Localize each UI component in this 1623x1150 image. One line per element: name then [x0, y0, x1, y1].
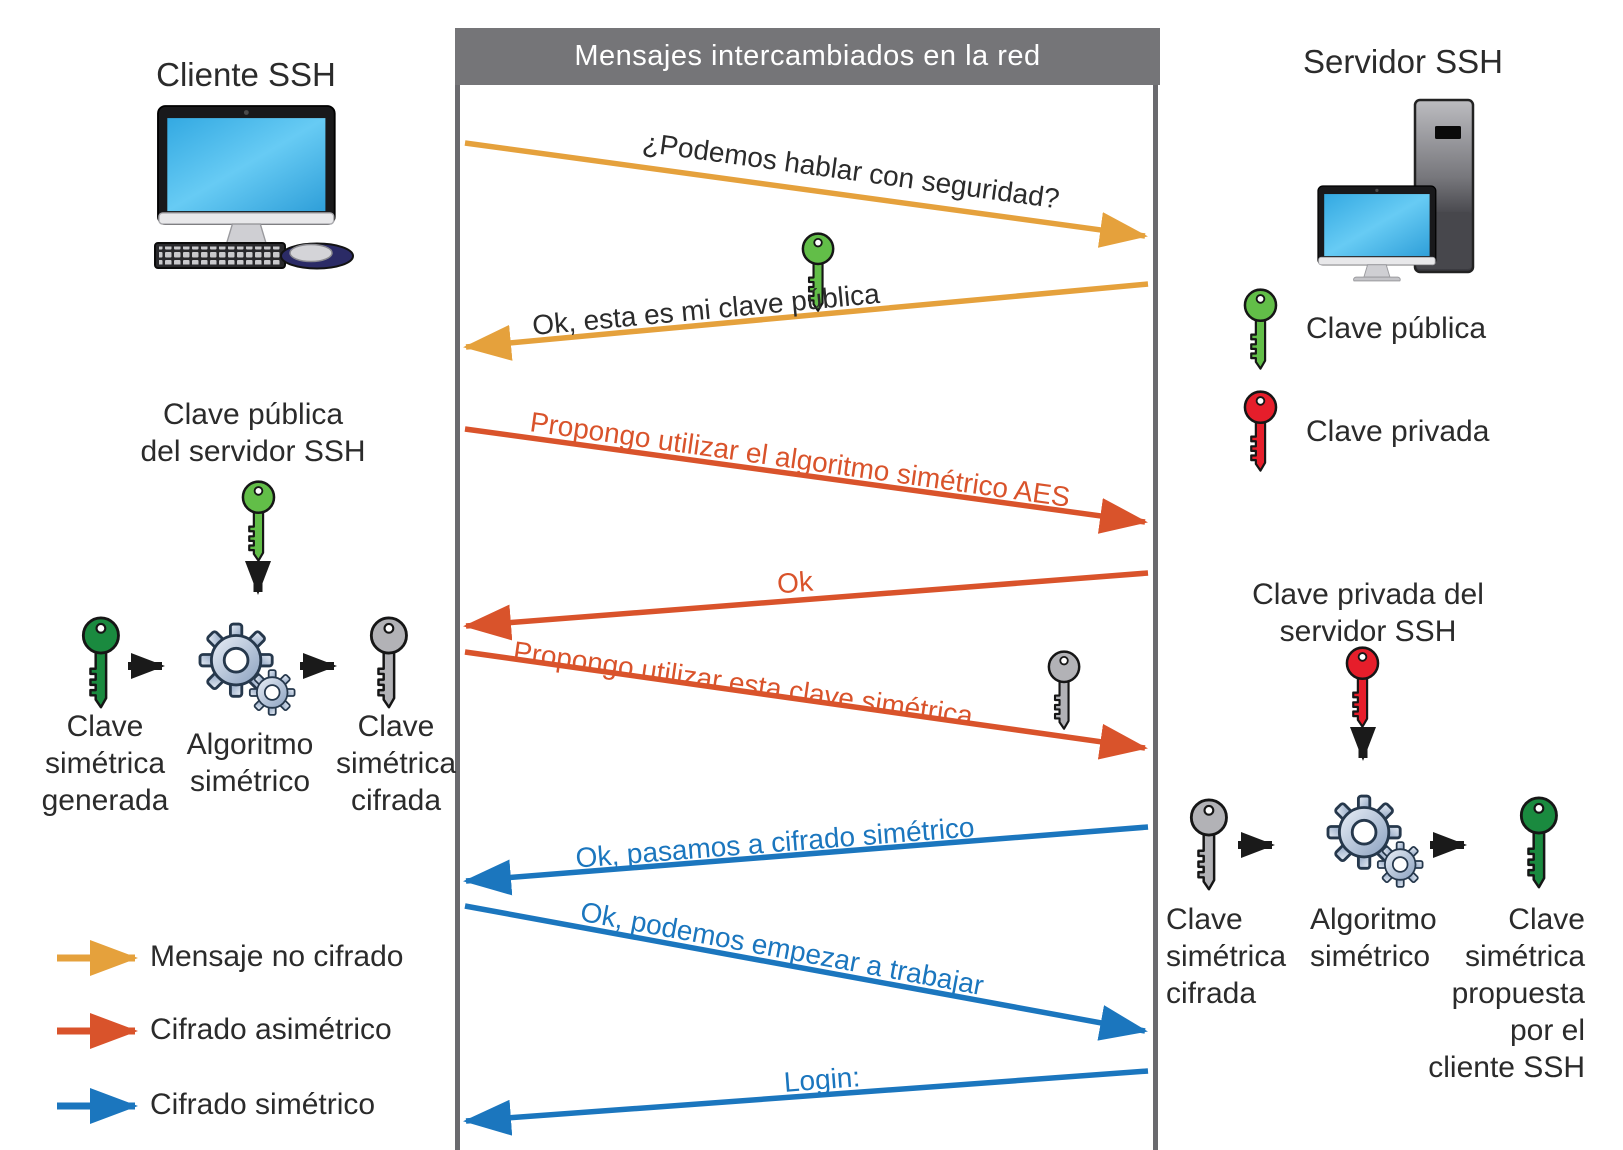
legend-asymmetric-label: Cifrado asimétrico: [150, 1013, 392, 1046]
server-public-key-icon: [241, 480, 276, 562]
symmetric-algorithm-gears-icon: [1326, 794, 1425, 889]
arrow-msg-3: [464, 426, 1148, 534]
generated-symmetric-key-icon: [81, 616, 120, 709]
message-text-8: Login:: [782, 1061, 862, 1098]
private-key-legend-label: Clave privada: [1306, 415, 1490, 448]
arrow-msg-6: [463, 824, 1149, 896]
legend-unencrypted-label: Mensaje no cifrado: [150, 940, 404, 973]
proposed-symmetric-key-icon: [1519, 796, 1558, 889]
arrow-msg-1: [464, 140, 1148, 248]
public-key-icon: [1243, 288, 1278, 370]
public-key-legend-label: Clave pública: [1306, 312, 1487, 345]
encrypted-symmetric-key-icon: [1189, 798, 1228, 891]
message-arrows: [463, 140, 1149, 1136]
client-flow-title: Clave pública del servidor SSH: [140, 398, 366, 468]
encrypted-symmetric-key-icon: [369, 616, 408, 709]
arrow-msg-4: [463, 570, 1149, 641]
server-flow-process-label: Algoritmo simétrico: [1310, 903, 1437, 973]
private-key-icon: [1243, 390, 1278, 472]
encrypted-symmetric-key-icon: [1047, 650, 1081, 730]
server-flow-title: Clave privada del servidor SSH: [1252, 578, 1484, 648]
client-flow-process-label: Algoritmo simétrico: [186, 728, 314, 798]
client-lifeline: [455, 85, 460, 1150]
arrow-legend-swatches: [57, 940, 138, 1124]
legend-symmetric-label: Cifrado simétrico: [150, 1088, 376, 1121]
server-flow-input-label: Clave simétrica cifrada: [1166, 903, 1287, 1010]
arrow-msg-5: [464, 649, 1148, 760]
message-text-4: Ok: [775, 565, 814, 600]
server-decryption-flow: [1189, 646, 1558, 891]
server-label: Servidor SSH: [1303, 43, 1503, 80]
client-computer-icon: [154, 105, 354, 270]
arrow-msg-8: [463, 1068, 1149, 1136]
keyboard-icon: [154, 242, 286, 269]
server-flow-output-label: Clave simétrica propuesta por el cliente…: [1428, 903, 1585, 1084]
server-icon: [1317, 98, 1475, 282]
arrow-msg-7: [464, 903, 1148, 1041]
symmetric-algorithm-gears-icon: [198, 622, 297, 717]
client-flow-output-label: Clave simétrica cifrada: [335, 710, 456, 817]
server-lifeline: [1153, 85, 1158, 1150]
server-private-key-icon: [1345, 646, 1380, 728]
client-label: Cliente SSH: [156, 56, 336, 93]
mouse-icon: [280, 242, 354, 270]
network-column-header: Mensajes intercambiados en la red: [455, 28, 1160, 85]
network-column-title: Mensajes intercambiados en la red: [574, 40, 1041, 72]
arrow-msg-2: [463, 281, 1149, 361]
client-flow-input-label: Clave simétrica generada: [41, 710, 169, 817]
client-encryption-flow: [81, 480, 408, 717]
